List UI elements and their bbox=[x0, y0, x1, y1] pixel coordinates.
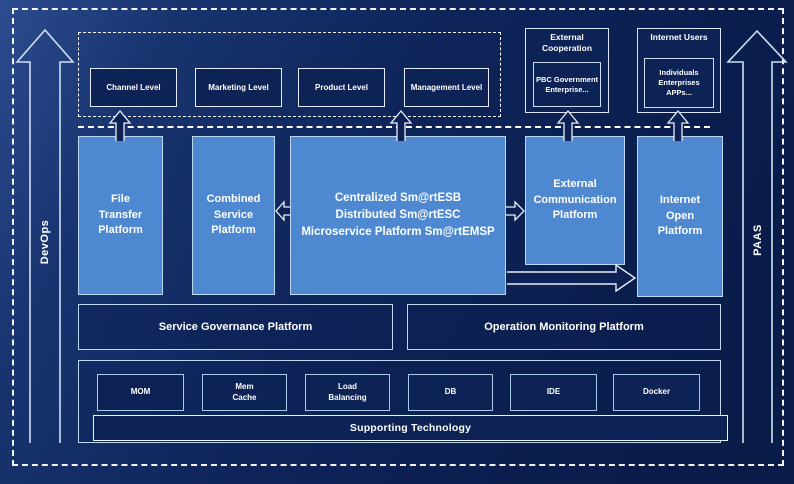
platform-label-line: Service bbox=[213, 208, 254, 221]
governance-label: Operation Monitoring Platform bbox=[484, 321, 644, 333]
member-line: Individuals bbox=[659, 68, 699, 78]
combined-service-platform: Combined Service Platform bbox=[192, 136, 275, 295]
internet-open-platform: Internet Open Platform bbox=[637, 136, 723, 297]
tech-box-load-balancing: Load Balancing bbox=[305, 374, 390, 411]
platform-label-line: Platform bbox=[657, 225, 703, 238]
external-cooperation-box: External Cooperation PBC Government Ente… bbox=[525, 28, 609, 113]
tech-label-line: Mem bbox=[235, 381, 254, 391]
platform-label-line: Distributed Sm@rtESC bbox=[335, 209, 461, 222]
platform-label-line: Centralized Sm@rtESB bbox=[334, 192, 462, 205]
tech-label-line: Balancing bbox=[328, 392, 367, 402]
tech-box-mem-cache: Mem Cache bbox=[202, 374, 287, 411]
tech-box-db: DB bbox=[408, 374, 493, 411]
operation-monitoring-platform: Operation Monitoring Platform bbox=[407, 304, 721, 350]
member-line: Enterprises bbox=[658, 78, 700, 88]
platform-label-line: Combined bbox=[206, 192, 261, 205]
member-line: APPs... bbox=[666, 87, 692, 97]
level-label: Management Level bbox=[410, 82, 483, 92]
level-label: Channel Level bbox=[106, 82, 161, 92]
tech-label-line: DB bbox=[444, 387, 457, 397]
supporting-technology-banner: Supporting Technology bbox=[93, 415, 728, 441]
platform-label-line: Communication bbox=[533, 193, 617, 206]
platform-label-line: Open bbox=[665, 209, 695, 222]
platform-label-line: Platform bbox=[211, 224, 256, 237]
platform-label-line: Internet bbox=[659, 193, 701, 206]
level-box-management: Management Level bbox=[404, 68, 489, 107]
service-governance-platform: Service Governance Platform bbox=[78, 304, 393, 350]
external-cooperation-title: External bbox=[550, 32, 584, 42]
tech-label-line: MOM bbox=[130, 387, 151, 397]
platform-label-line: External bbox=[553, 177, 597, 190]
member-line: PBC Government bbox=[535, 74, 599, 84]
level-box-channel: Channel Level bbox=[90, 68, 177, 107]
external-communication-platform: External Communication Platform bbox=[525, 136, 625, 265]
platform-label-line: Transfer bbox=[98, 208, 143, 221]
banner-label: Supporting Technology bbox=[349, 422, 472, 434]
devops-rail-label: DevOps bbox=[39, 219, 51, 265]
level-label: Marketing Level bbox=[208, 82, 269, 92]
tech-box-docker: Docker bbox=[613, 374, 700, 411]
member-line: Enterprise... bbox=[545, 84, 589, 94]
tech-box-mom: MOM bbox=[97, 374, 184, 411]
tech-box-ide: IDE bbox=[510, 374, 597, 411]
level-box-marketing: Marketing Level bbox=[195, 68, 282, 107]
level-label: Product Level bbox=[315, 82, 368, 92]
internet-users-box: Internet Users Individuals Enterprises A… bbox=[637, 28, 721, 113]
file-transfer-platform: File Transfer Platform bbox=[78, 136, 163, 295]
platform-label-line: Platform bbox=[552, 209, 598, 222]
internet-users-members: Individuals Enterprises APPs... bbox=[644, 58, 714, 108]
governance-label: Service Governance Platform bbox=[158, 321, 313, 333]
tech-label-line: Cache bbox=[232, 392, 257, 402]
external-cooperation-title: Cooperation bbox=[541, 43, 593, 54]
level-box-product: Product Level bbox=[298, 68, 385, 107]
paas-rail-label: PAAS bbox=[752, 224, 764, 256]
tech-label-line: Docker bbox=[642, 387, 671, 397]
internet-users-title: Internet Users bbox=[650, 32, 708, 42]
tech-label-line: Load bbox=[337, 381, 358, 391]
tech-label-line: IDE bbox=[546, 387, 561, 397]
platform-label-line: Platform bbox=[98, 224, 143, 237]
dashed-separator-line bbox=[78, 126, 710, 128]
platform-label-line: File bbox=[111, 192, 130, 205]
platform-label-line: Microservice Platform Sm@rtEMSP bbox=[301, 225, 495, 238]
external-cooperation-members: PBC Government Enterprise... bbox=[533, 62, 601, 107]
levels-dashed-container bbox=[78, 32, 501, 117]
central-esb-platform: Centralized Sm@rtESB Distributed Sm@rtES… bbox=[290, 136, 506, 295]
